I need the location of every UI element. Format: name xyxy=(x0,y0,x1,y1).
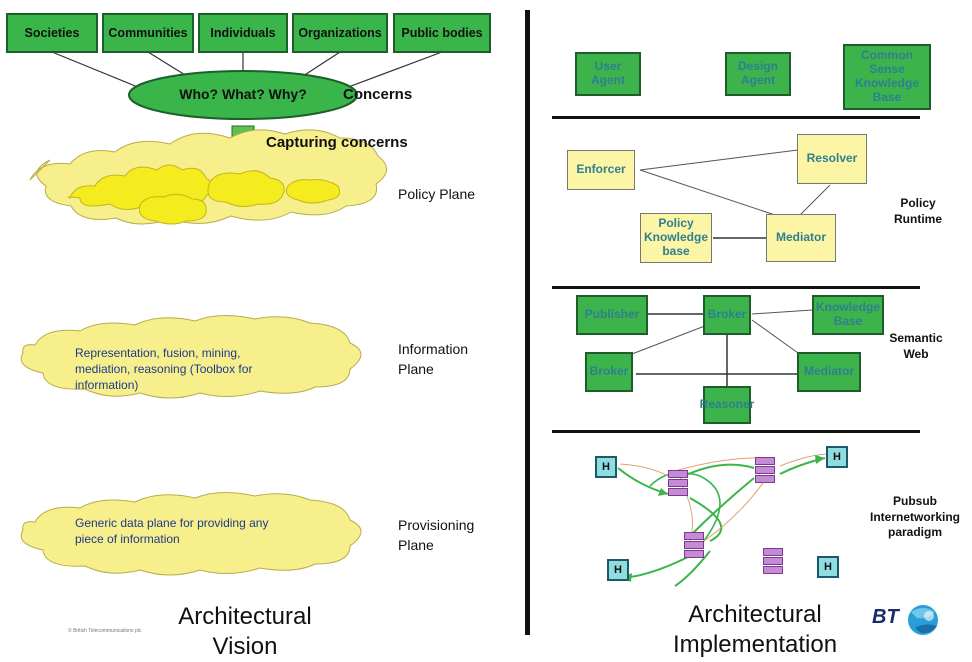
bt-logo-text: BT xyxy=(872,606,899,628)
who-what-why-text: Who? What? Why? xyxy=(179,86,307,102)
broker-box-left: Broker xyxy=(585,352,633,392)
copyright-text: © British Telecommunications plc xyxy=(68,628,142,634)
mediator-box-green: Mediator xyxy=(797,352,861,392)
information-plane-text: Representation, fusion, mining, mediatio… xyxy=(75,346,253,393)
stakeholder-communities: Communities xyxy=(102,13,194,53)
semantic-web-lines xyxy=(631,309,813,386)
design-agent-box: Design Agent xyxy=(725,52,791,96)
provisioning-plane-text: Generic data plane for providing any pie… xyxy=(75,516,269,547)
bt-globe-icon xyxy=(908,605,938,635)
information-plane-label: Information Plane xyxy=(398,341,469,377)
separator-1 xyxy=(552,116,920,119)
stakeholder-societies: Societies xyxy=(6,13,98,53)
resolver-box: Resolver xyxy=(797,134,867,184)
policy-runtime-label: Policy Runtime xyxy=(894,196,942,226)
publisher-box: Publisher xyxy=(576,295,648,335)
architectural-implementation-title: Architectural Implementation xyxy=(672,601,838,658)
vision-lines xyxy=(20,51,443,576)
provisioning-plane-label: Provisioning Plane xyxy=(398,517,475,553)
host-node-3: H xyxy=(607,559,629,581)
enforcer-box: Enforcer xyxy=(567,150,635,190)
policy-plane-label: Policy Plane xyxy=(398,186,476,202)
architectural-vision-title: Architectural Vision xyxy=(178,603,312,660)
pubsub-router-3 xyxy=(684,532,704,559)
common-sense-kb-box: Common Sense Knowledge Base xyxy=(843,44,931,110)
capturing-concerns-label: Capturing concerns xyxy=(266,134,408,151)
mediator-box: Mediator xyxy=(766,214,836,262)
center-divider xyxy=(525,10,530,635)
pubsub-router-1 xyxy=(668,470,688,497)
knowledge-base-box: Knowledge Base xyxy=(812,295,884,335)
host-node-1: H xyxy=(595,456,617,478)
pubsub-router-4 xyxy=(763,548,783,575)
information-plane-cloud xyxy=(20,315,362,399)
semantic-web-label: Semantic Web xyxy=(889,331,943,361)
stakeholder-individuals: Individuals xyxy=(198,13,288,53)
pubsub-label: Pubsub Internetworking paradigm xyxy=(869,494,960,540)
who-what-why-oval xyxy=(128,70,358,120)
provisioning-plane-cloud xyxy=(20,492,362,576)
broker-box-top: Broker xyxy=(703,295,751,335)
host-node-2: H xyxy=(826,446,848,468)
reasoner-box: Reasoner xyxy=(700,386,754,424)
pubsub-router-2 xyxy=(755,457,775,484)
separator-2 xyxy=(552,286,920,289)
separator-3 xyxy=(552,430,920,433)
stakeholder-public-bodies: Public bodies xyxy=(393,13,491,53)
stakeholder-organizations: Organizations xyxy=(292,13,388,53)
host-node-4: H xyxy=(817,556,839,578)
user-agent-box: User Agent xyxy=(575,52,641,96)
concerns-label: Concerns xyxy=(343,86,413,103)
policy-kb-box: Policy Knowledge base xyxy=(640,213,712,263)
policy-plane-cloud xyxy=(29,129,387,225)
